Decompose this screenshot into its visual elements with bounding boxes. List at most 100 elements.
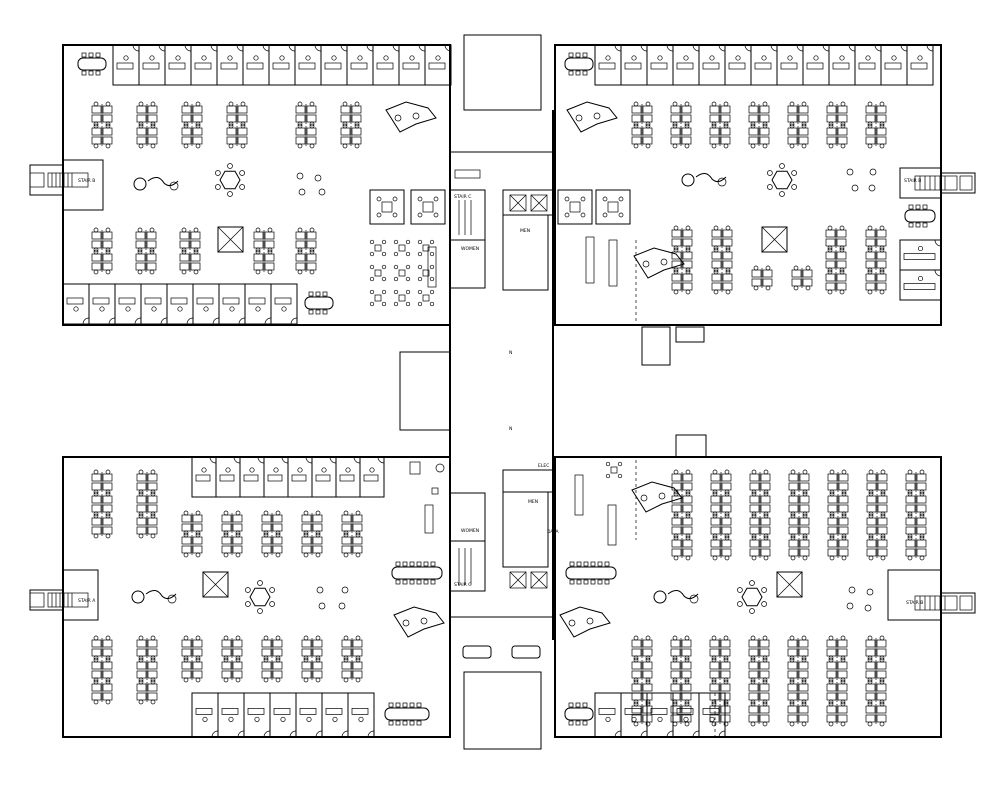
chair <box>829 555 835 561</box>
office-desk <box>428 62 446 70</box>
desk <box>146 253 157 262</box>
cafe-chair <box>429 264 435 270</box>
chair <box>309 227 315 233</box>
desk <box>799 504 810 513</box>
chair <box>263 677 269 683</box>
office-chair <box>605 716 611 722</box>
chair <box>105 635 111 641</box>
chair <box>762 121 768 127</box>
desk <box>709 714 720 723</box>
chair <box>354 143 360 149</box>
chair <box>355 510 361 516</box>
desk <box>748 105 759 114</box>
office-chair <box>99 306 105 312</box>
conference-chair <box>322 291 328 297</box>
desk <box>102 670 113 679</box>
office-desk <box>624 708 642 715</box>
office-chair <box>249 467 255 473</box>
chair <box>879 101 885 107</box>
desk <box>295 105 306 114</box>
cafe-chair <box>381 289 387 295</box>
office-desk <box>884 62 902 70</box>
counter <box>427 246 437 288</box>
chair <box>315 655 321 661</box>
office-chair <box>253 55 259 61</box>
chair <box>673 267 679 273</box>
desk <box>721 504 732 513</box>
chair <box>105 247 111 253</box>
desk <box>787 114 798 123</box>
desk <box>826 136 837 145</box>
desk <box>136 670 147 679</box>
desk <box>865 705 876 714</box>
stool <box>316 586 324 594</box>
office-chair <box>813 55 819 61</box>
chair <box>684 635 690 641</box>
stool <box>866 588 874 596</box>
reception-chair <box>593 112 601 120</box>
chair <box>342 101 348 107</box>
chair <box>789 657 795 663</box>
chair <box>763 513 769 519</box>
cafe-chair <box>417 289 423 295</box>
chair <box>684 121 690 127</box>
desk <box>916 517 927 526</box>
core-south <box>449 469 554 592</box>
chair <box>879 657 885 663</box>
desk <box>192 670 203 679</box>
desk <box>791 269 802 278</box>
chair <box>684 701 690 707</box>
desk <box>340 105 351 114</box>
chair <box>672 655 678 661</box>
desk <box>709 127 720 136</box>
desk <box>762 269 773 278</box>
chair <box>828 677 834 683</box>
desk <box>721 548 732 557</box>
meeting-room <box>410 189 446 225</box>
desk <box>147 473 158 482</box>
desk <box>866 526 877 535</box>
desk <box>261 545 272 554</box>
chair <box>684 721 690 727</box>
chair <box>723 701 729 707</box>
door-swing <box>238 317 246 325</box>
desk <box>798 661 809 670</box>
desk <box>190 240 201 249</box>
chair <box>354 121 360 127</box>
desk <box>798 714 809 723</box>
private-office <box>295 692 323 738</box>
desk <box>916 504 927 513</box>
office-chair <box>383 55 389 61</box>
office-desk <box>116 62 134 70</box>
chair <box>763 491 769 497</box>
chair <box>138 123 144 129</box>
desk <box>146 262 157 271</box>
chair <box>303 510 309 516</box>
desk <box>670 683 681 692</box>
desk <box>722 260 733 269</box>
chair <box>723 121 729 127</box>
desk <box>837 705 848 714</box>
conference-chair <box>416 561 422 567</box>
chair <box>195 657 201 663</box>
chair <box>93 469 99 475</box>
conference-table <box>564 707 594 721</box>
desk <box>876 238 887 247</box>
chair <box>789 101 795 107</box>
desk <box>682 282 693 291</box>
chair <box>645 101 651 107</box>
desk <box>748 683 759 692</box>
desk <box>748 670 759 679</box>
office-chair <box>358 716 364 722</box>
chair <box>841 513 847 519</box>
office-chair <box>761 55 767 61</box>
desk <box>221 545 232 554</box>
chair <box>138 143 144 149</box>
desk <box>221 670 232 679</box>
lounge-table <box>219 170 241 190</box>
conference-chair <box>583 579 589 585</box>
desk <box>102 495 113 504</box>
chair <box>789 655 795 661</box>
chair <box>633 143 639 149</box>
men-label-north: MEN <box>520 228 530 234</box>
